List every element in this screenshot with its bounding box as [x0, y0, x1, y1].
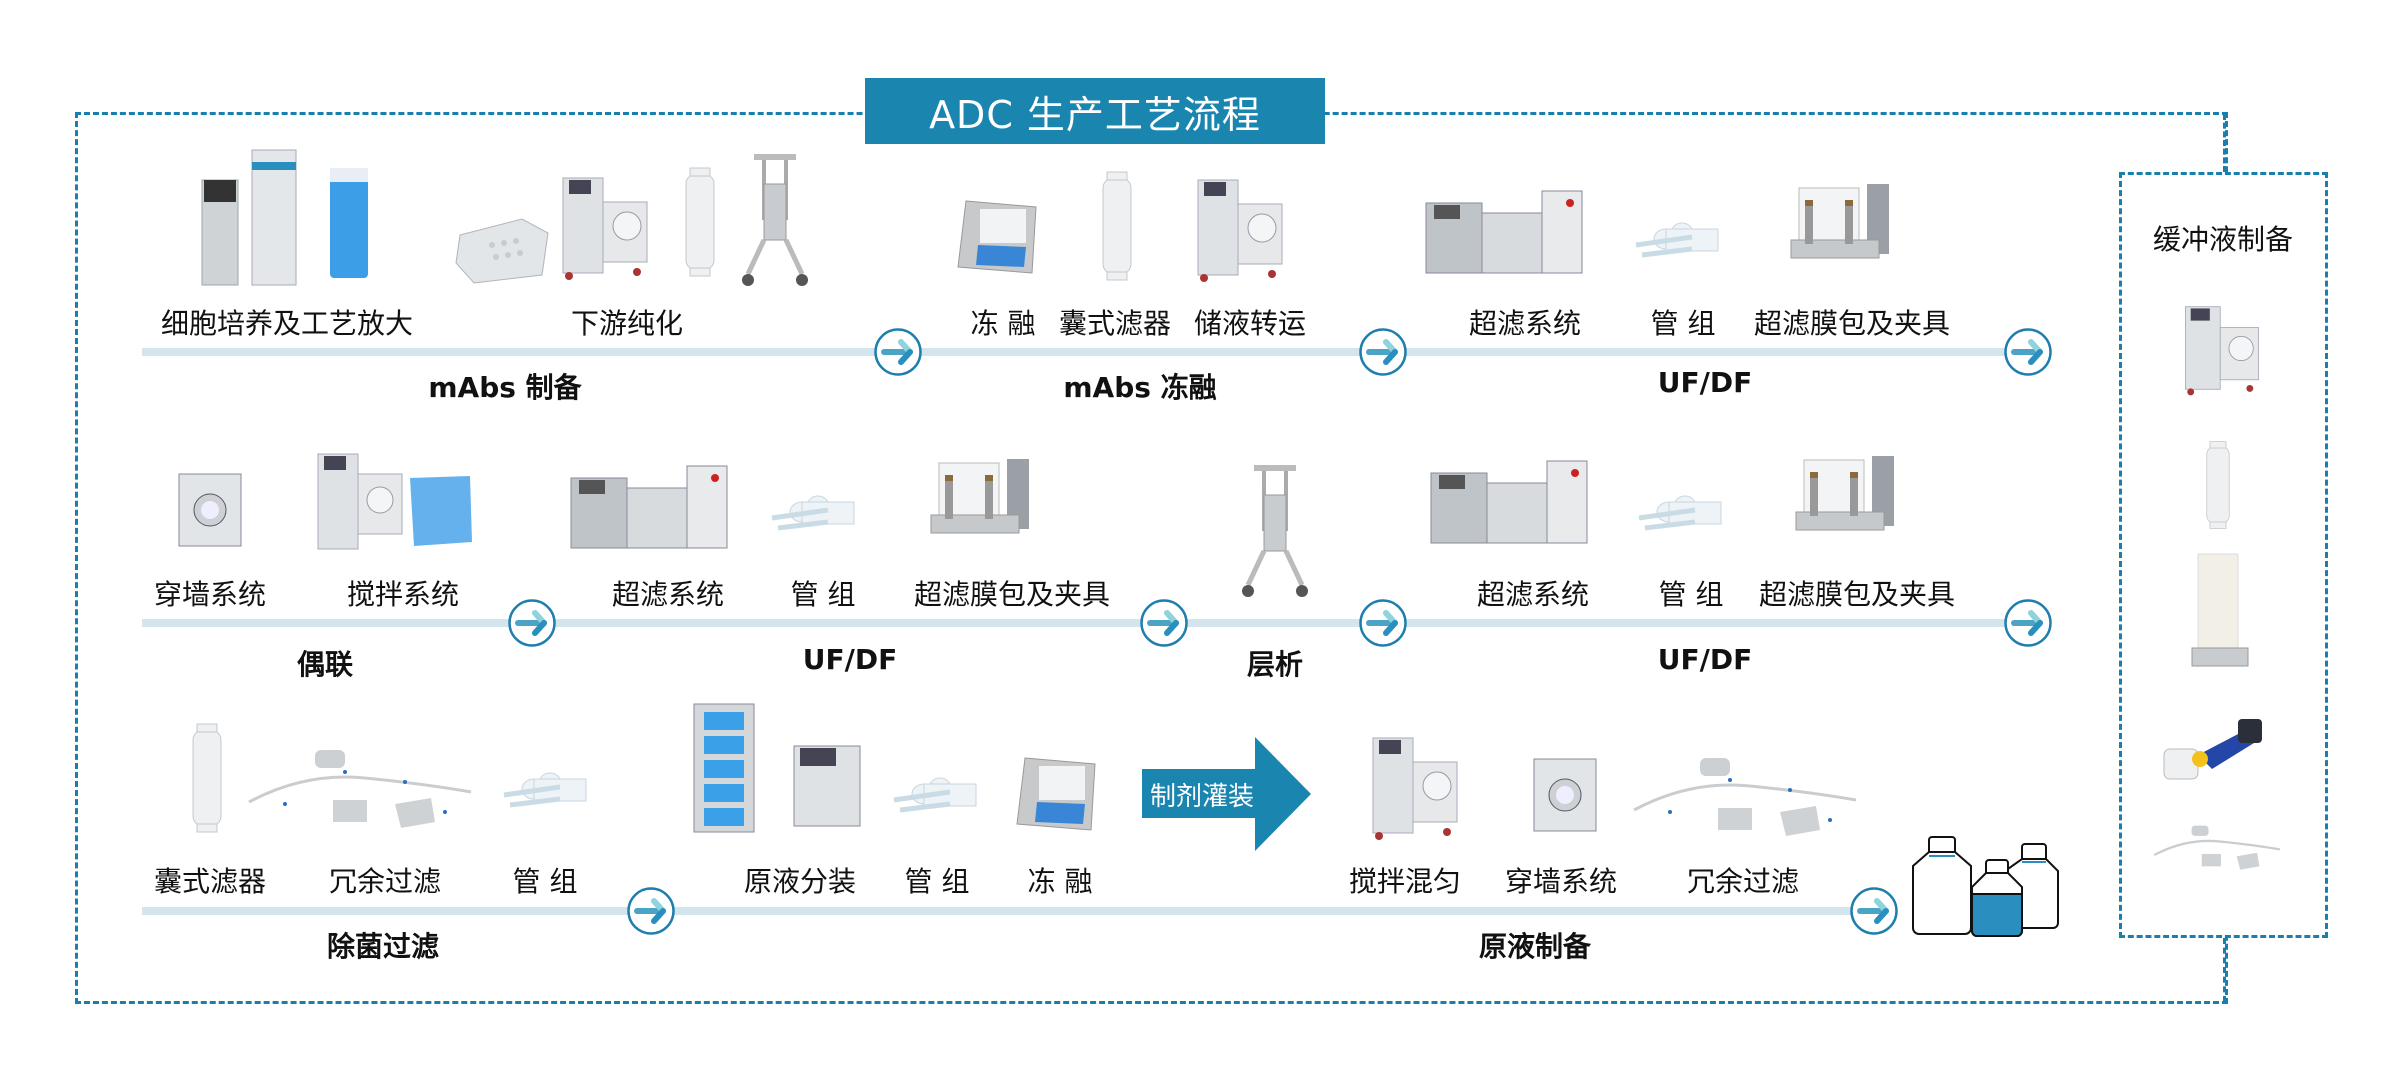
flow-arrow-icon	[874, 328, 922, 376]
row3-item: 搅拌混匀	[1348, 865, 1462, 898]
tubing-manifold-icon	[248, 750, 472, 828]
tubing-set-icon	[893, 777, 977, 813]
bulk-dispensing-system-icon	[693, 703, 861, 833]
row1-item: 超滤膜包及夹具	[1753, 307, 1951, 340]
freeze-thaw-case-icon	[957, 200, 1037, 274]
row3-stage: 原液制备	[1478, 930, 1592, 963]
bioreactor-icon	[201, 149, 368, 286]
row3-stage: 除菌过滤	[326, 930, 440, 963]
row2-item: 超滤膜包及夹具	[913, 578, 1111, 611]
bag-on-scale-icon	[2191, 553, 2249, 667]
row3-item: 原液分装	[743, 865, 857, 898]
row2-item: 穿墙系统	[153, 578, 267, 611]
row1-item: 超滤系统	[1468, 307, 1582, 340]
buffer-prep-title: 缓冲液制备	[2152, 223, 2293, 256]
flow-arrow-icon	[1140, 599, 1188, 647]
page-title: ADC 生产工艺流程	[865, 78, 1325, 144]
row2-item: 超滤膜包及夹具	[1758, 578, 1956, 611]
row2-item: 超滤系统	[1476, 578, 1590, 611]
flow-arrow-icon	[627, 887, 675, 935]
flow-arrow-icon	[1359, 328, 1407, 376]
mixing-tank-icon	[1372, 737, 1458, 840]
wall-transfer-port-icon	[1533, 758, 1597, 832]
capsule-filter-icon	[1102, 171, 1132, 281]
ultrafiltration-system-icon	[1425, 190, 1583, 274]
depth-filter-icon	[455, 218, 549, 284]
row3-item: 冻 融	[1027, 865, 1093, 898]
product-bottles-icon	[1912, 836, 2059, 937]
mixing-tank-icon	[562, 177, 648, 280]
row3-item: 冗余过滤	[328, 865, 442, 898]
row1-item: 冻 融	[970, 307, 1036, 340]
row3-item: 冗余过滤	[1686, 865, 1800, 898]
row1-item: 细胞培养及工艺放大	[160, 307, 414, 340]
row3-flow-line	[142, 907, 1874, 915]
row3-item: 囊式滤器	[153, 865, 267, 898]
row2-item: 管 组	[1658, 578, 1724, 611]
mixing-tank-icon	[1197, 179, 1283, 282]
row2-stage: UF/DF	[802, 643, 898, 676]
row1-item: 囊式滤器	[1058, 307, 1172, 340]
row2-item: 管 组	[790, 578, 856, 611]
capsule-filter-icon	[192, 723, 222, 833]
fill-finish-label: 制剂灌装	[1150, 782, 1255, 812]
capsule-filter-icon	[2206, 441, 2230, 529]
row1-item: 下游纯化	[570, 307, 684, 340]
ultrafiltration-system-icon	[1430, 460, 1588, 544]
wall-transfer-port-icon	[178, 473, 242, 547]
tubing-set-icon	[771, 495, 855, 531]
row3-item: 管 组	[512, 865, 578, 898]
chromatography-column-icon	[1242, 465, 1308, 597]
row2-stage: 层析	[1246, 648, 1304, 681]
flow-arrow-icon	[1850, 887, 1898, 935]
buffer-prep-frame	[2119, 172, 2328, 938]
tubing-set-icon	[1638, 495, 1722, 531]
mixing-system-icon	[317, 453, 472, 550]
row1-stage: mAbs 制备	[428, 371, 582, 404]
tubing-manifold-icon	[2153, 825, 2280, 870]
row1-stage: UF/DF	[1657, 366, 1753, 399]
row2-item: 搅拌系统	[346, 578, 460, 611]
freeze-thaw-case-icon	[1016, 757, 1096, 831]
tube-sealer-icon	[2163, 719, 2262, 780]
frame-connector-bottom	[2223, 938, 2226, 1002]
row1-stage: mAbs 冻融	[1063, 371, 1217, 404]
tubing-manifold-icon	[1633, 758, 1857, 836]
row1-item: 储液转运	[1193, 307, 1307, 340]
row2-item: 超滤系统	[611, 578, 725, 611]
row2-stage: UF/DF	[1657, 643, 1753, 676]
row1-item: 管 组	[1650, 307, 1716, 340]
fill-finish-arrow	[1142, 737, 1311, 851]
flow-arrow-icon	[508, 599, 556, 647]
row2-stage: 偶联	[296, 648, 354, 681]
tubing-set-icon	[1635, 222, 1719, 258]
row3-item: 穿墙系统	[1504, 865, 1618, 898]
mixing-tank-icon	[2185, 306, 2259, 396]
ultrafiltration-system-icon	[570, 465, 728, 549]
chromatography-column-icon	[742, 154, 808, 286]
flow-arrow-icon	[1359, 599, 1407, 647]
membrane-cassette-holder-icon	[1795, 456, 1894, 531]
capsule-filter-icon	[685, 167, 715, 277]
tubing-set-icon	[503, 772, 587, 808]
flow-arrow-icon	[2004, 328, 2052, 376]
flow-arrow-icon	[2004, 599, 2052, 647]
membrane-cassette-holder-icon	[1790, 184, 1889, 259]
membrane-cassette-holder-icon	[930, 459, 1029, 534]
row2-flow-line	[142, 619, 2028, 627]
row3-item: 管 组	[904, 865, 970, 898]
frame-connector-top	[2223, 114, 2226, 172]
row1-flow-line	[142, 348, 2028, 356]
